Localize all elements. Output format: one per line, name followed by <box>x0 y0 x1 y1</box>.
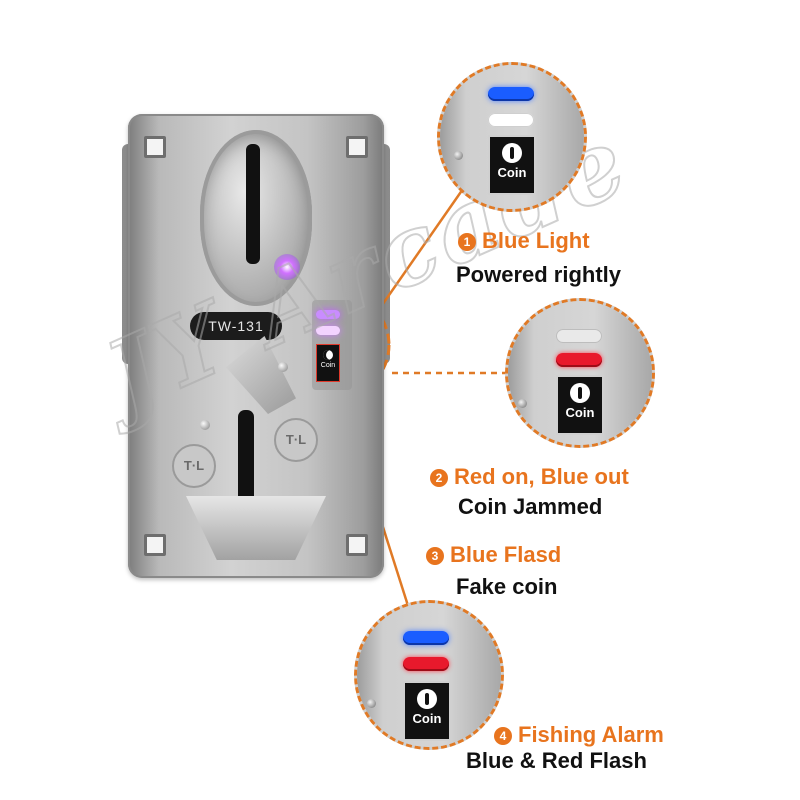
coin-indicator-icon: Coin <box>488 135 536 195</box>
step-number-badge: 3 <box>426 547 444 565</box>
mounting-hole-top-left <box>144 136 166 158</box>
status-subtitle-1: Powered rightly <box>456 262 622 287</box>
callout-led-red <box>556 353 602 367</box>
screw <box>200 420 210 430</box>
screw <box>454 151 463 160</box>
callout-blue-light: Coin <box>437 62 587 212</box>
callout-led-blue <box>403 631 449 645</box>
brand-logo-left: T·L <box>172 444 216 488</box>
coin-return-cup <box>186 496 326 560</box>
status-subtitle-2: Coin Jammed <box>458 494 603 519</box>
callout-fishing-alarm: Coin <box>354 600 504 750</box>
callout-coin-label: Coin <box>565 405 595 420</box>
callout-led-red <box>403 657 449 671</box>
callout-coin-jammed: Coin <box>505 298 655 448</box>
device-led-bottom <box>316 326 340 335</box>
device-coin-indicator: Coin <box>316 344 340 382</box>
device-coin-label: Coin <box>320 362 336 369</box>
model-label: TW-131 <box>190 312 282 340</box>
screw <box>278 362 288 372</box>
step-number-badge: 2 <box>430 469 448 487</box>
step-number-badge: 4 <box>494 727 512 745</box>
coin-symbol-icon <box>323 350 333 360</box>
indicator-glow <box>274 254 300 280</box>
brand-logo-right: T·L <box>274 418 318 462</box>
callout-coin-label: Coin <box>497 165 527 180</box>
step-number-badge: 1 <box>458 233 476 251</box>
status-subtitle-4: Blue & Red Flash <box>466 748 647 773</box>
mounting-hole-bottom-left <box>144 534 166 556</box>
callout-led-blue <box>488 87 534 101</box>
coin-indicator-icon: Coin <box>403 681 451 741</box>
mounting-hole-bottom-right <box>346 534 368 556</box>
coin-slot <box>246 144 260 264</box>
screw <box>367 699 376 708</box>
device-led-top <box>316 310 340 319</box>
callout-led-off <box>556 329 602 343</box>
callout-led-white <box>488 113 534 127</box>
coin-indicator-icon: Coin <box>556 375 604 435</box>
coin-return-lever <box>226 336 296 414</box>
status-subtitle-3: Fake coin <box>456 574 558 599</box>
screw <box>518 399 527 408</box>
callout-coin-label: Coin <box>412 711 442 726</box>
mounting-hole-top-right <box>346 136 368 158</box>
coin-acceptor-device: TW-131 T·L T·L Coin <box>122 114 390 578</box>
